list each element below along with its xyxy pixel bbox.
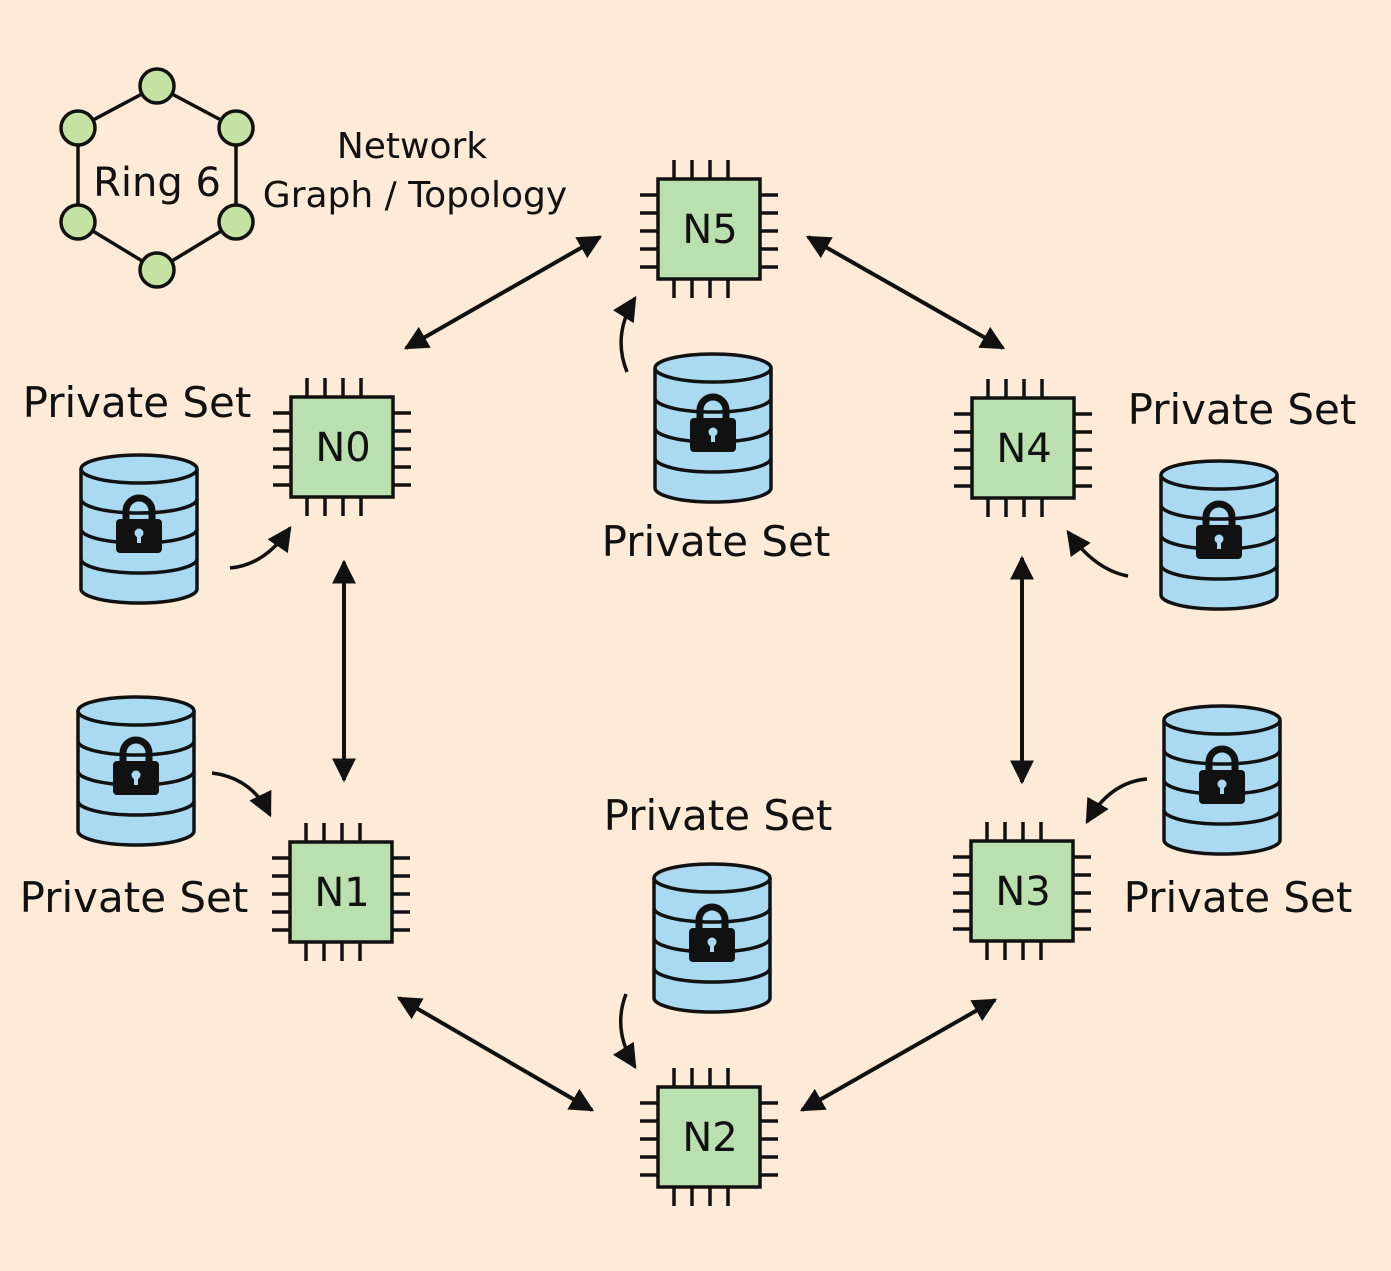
locked-database-icon [1161, 461, 1277, 609]
ring-label: Ring 6 [93, 160, 221, 206]
node-n4: N4 [952, 377, 1094, 519]
dataset-n5: Private Set [602, 354, 831, 566]
hexagon-ring-icon [59, 67, 255, 289]
node-n0: N0 [271, 376, 413, 518]
dataset-n2: Private Set [604, 791, 833, 1012]
arrow-set-to-n5 [612, 295, 637, 373]
private-set-label: Private Set [602, 517, 831, 566]
private-set-label: Private Set [1128, 385, 1357, 434]
dataset-n3: Private Set [1124, 706, 1353, 922]
node-label: N3 [995, 869, 1050, 915]
arrow-set-to-n4 [1066, 530, 1129, 578]
private-set-label: Private Set [604, 791, 833, 840]
node-label: N4 [996, 426, 1051, 472]
private-set-label: Private Set [20, 873, 249, 922]
node-label: N5 [682, 207, 737, 253]
arrow-set-to-n0 [229, 525, 292, 570]
node-label: N2 [682, 1115, 737, 1161]
node-n5: N5 [638, 158, 780, 300]
edge-n0-n5 [403, 235, 603, 350]
locked-database-icon [1164, 706, 1280, 854]
node-n2: N2 [638, 1066, 780, 1208]
arrow-set-to-n3 [1085, 777, 1148, 825]
locked-database-icon [654, 864, 770, 1012]
edge-n1-n2 [396, 996, 595, 1112]
dataset-n4: Private Set [1128, 385, 1357, 609]
network-label-line2: Graph / Topology [263, 175, 567, 216]
legend: Ring 6 Network Graph / Topology [59, 67, 567, 289]
edge-n5-n4 [805, 235, 1006, 350]
arrow-set-to-n2 [612, 993, 637, 1070]
dataset-n0: Private Set [23, 378, 252, 603]
locked-database-icon [655, 354, 771, 502]
node-label: N1 [314, 870, 369, 916]
node-n3: N3 [951, 820, 1093, 962]
private-set-label: Private Set [23, 378, 252, 427]
locked-database-icon [81, 455, 197, 603]
ring-edges [332, 235, 1034, 1112]
dataset-n1: Private Set [20, 697, 249, 922]
locked-database-icon [78, 697, 194, 845]
node-n1: N1 [270, 821, 412, 963]
network-label-line1: Network [337, 126, 487, 167]
arrow-set-to-n1 [211, 771, 272, 818]
private-set-label: Private Set [1124, 873, 1353, 922]
node-label: N0 [315, 425, 370, 471]
dataset-arrows [211, 295, 1148, 1070]
edge-n2-n3 [799, 998, 998, 1112]
